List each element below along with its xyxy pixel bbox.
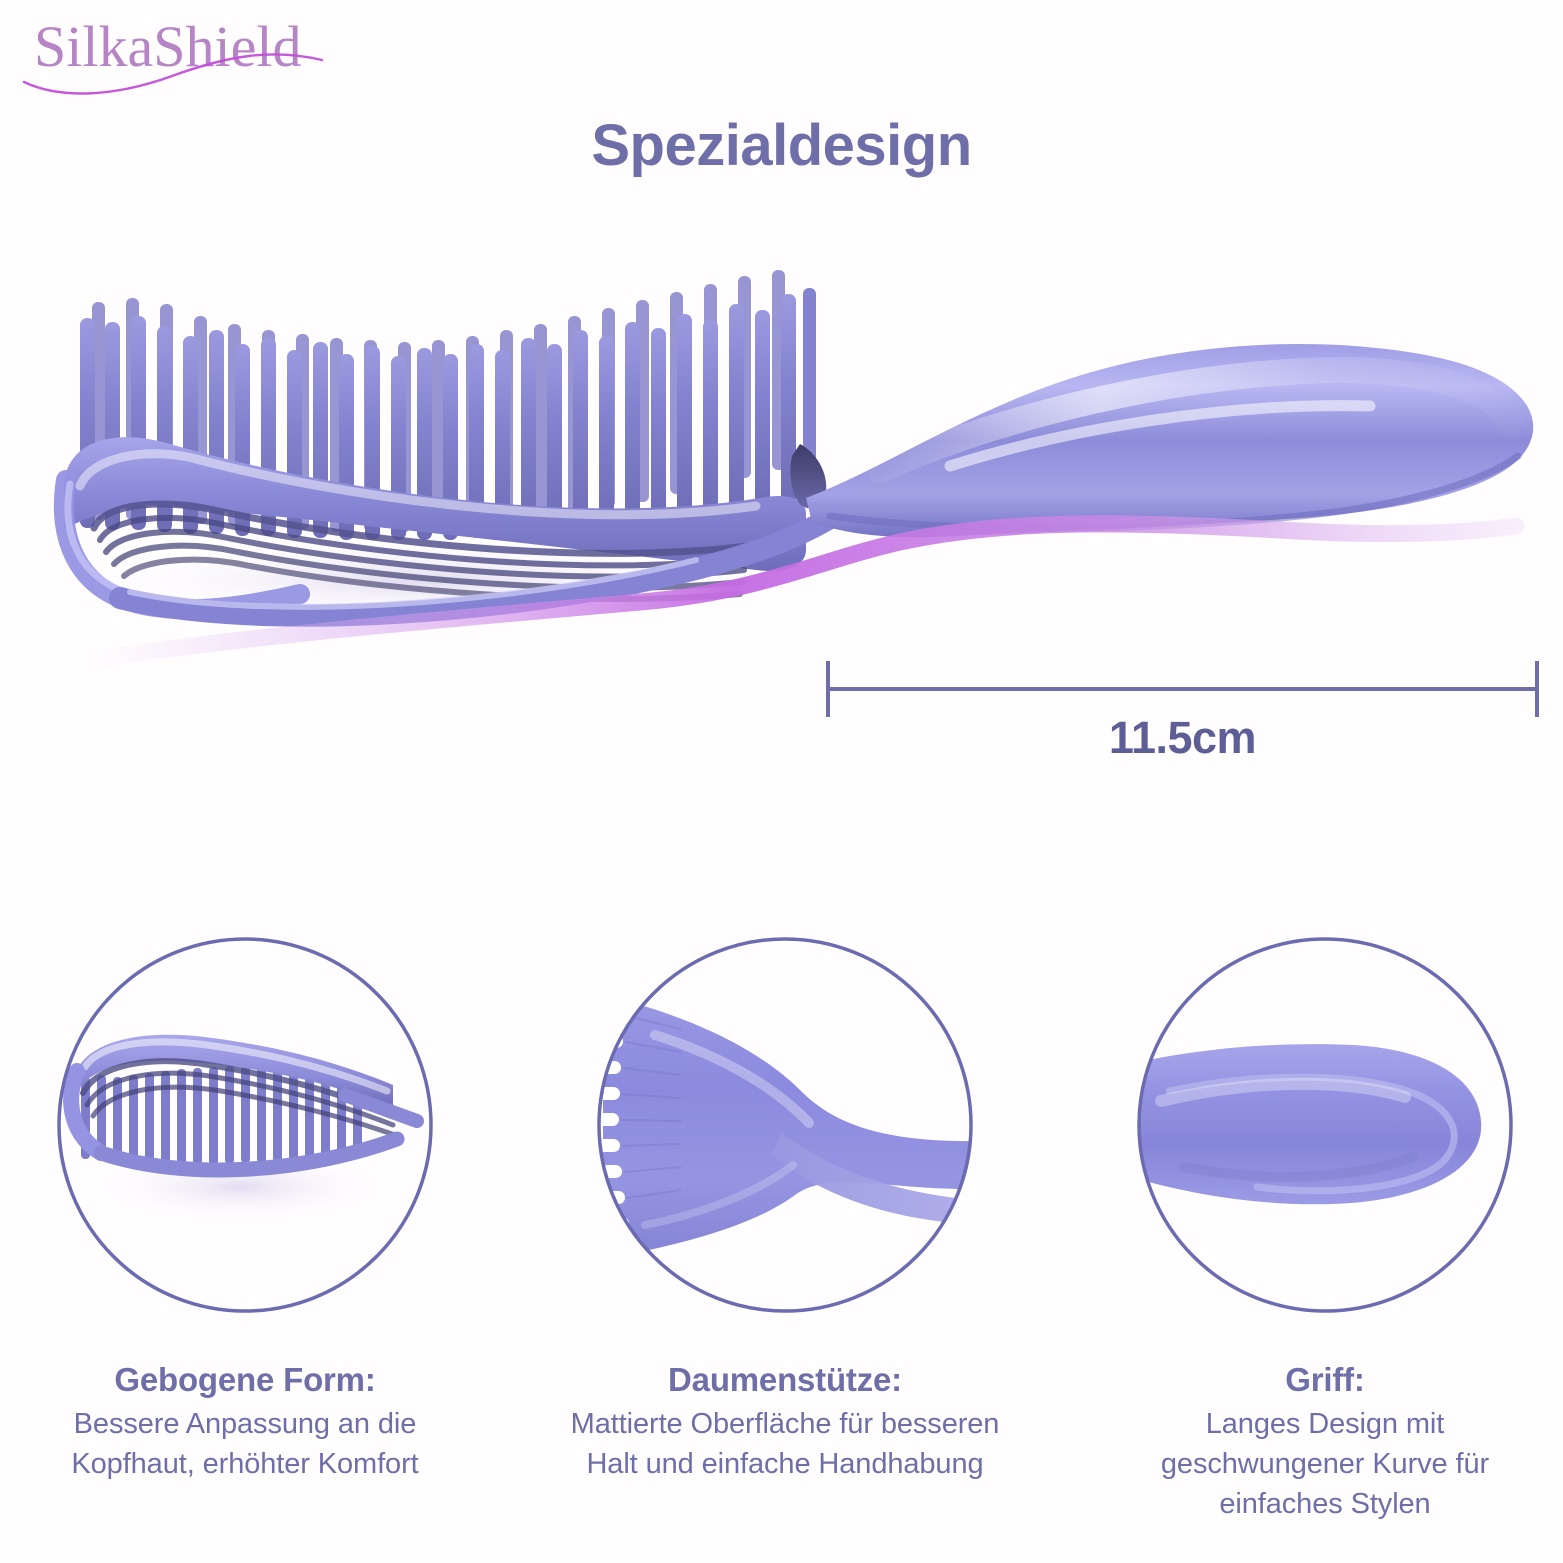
hero-product-illustration xyxy=(53,270,1534,669)
thumb-rest-detail-art xyxy=(599,995,971,1259)
feature-circle-gebogene-form xyxy=(45,925,445,1325)
caption-title: Daumenstütze: xyxy=(668,1361,902,1398)
feature-circle-griff xyxy=(1125,925,1525,1325)
caption-title: Gebogene Form: xyxy=(114,1361,376,1398)
feature-circle-daumenstuetze xyxy=(585,925,985,1325)
thumb-rest-slot xyxy=(790,444,827,509)
detail-circle-outline xyxy=(1137,937,1513,1313)
brush-head-base xyxy=(64,437,806,572)
caption-daumenstuetze: Daumenstütze: Mattierte Oberfläche für b… xyxy=(565,1358,1005,1484)
caption-body: Mattierte Oberfläche für besseren Halt u… xyxy=(570,1407,1000,1480)
caption-gebogene-form: Gebogene Form: Bessere Anpassung an die … xyxy=(25,1358,465,1484)
page-title: Spezialdesign xyxy=(591,113,972,178)
brand-logo: SilkaShield xyxy=(22,14,352,106)
detail-circle-outline xyxy=(57,937,433,1313)
curved-brush-detail-art xyxy=(63,1034,424,1223)
handle-detail-art xyxy=(1139,1044,1482,1205)
caption-body: Langes Design mit geschwungener Kurve fü… xyxy=(1160,1407,1490,1520)
measurement-dimension-line xyxy=(826,661,1539,717)
decorative-accent-wave xyxy=(81,515,1525,669)
detail-circle-outline xyxy=(597,937,973,1313)
brush-handle xyxy=(806,343,1534,538)
caption-body: Bessere Anpassung an die Kopfhaut, erhöh… xyxy=(71,1407,419,1480)
feature-detail-circles xyxy=(0,925,1563,1325)
caption-griff: Griff: Langes Design mit geschwungener K… xyxy=(1105,1358,1545,1524)
brand-name: SilkaShield xyxy=(34,14,302,79)
measurement-label: 11.5cm xyxy=(1108,712,1257,763)
caption-title: Griff: xyxy=(1285,1361,1365,1398)
feature-captions: Gebogene Form: Bessere Anpassung an die … xyxy=(0,1358,1563,1558)
